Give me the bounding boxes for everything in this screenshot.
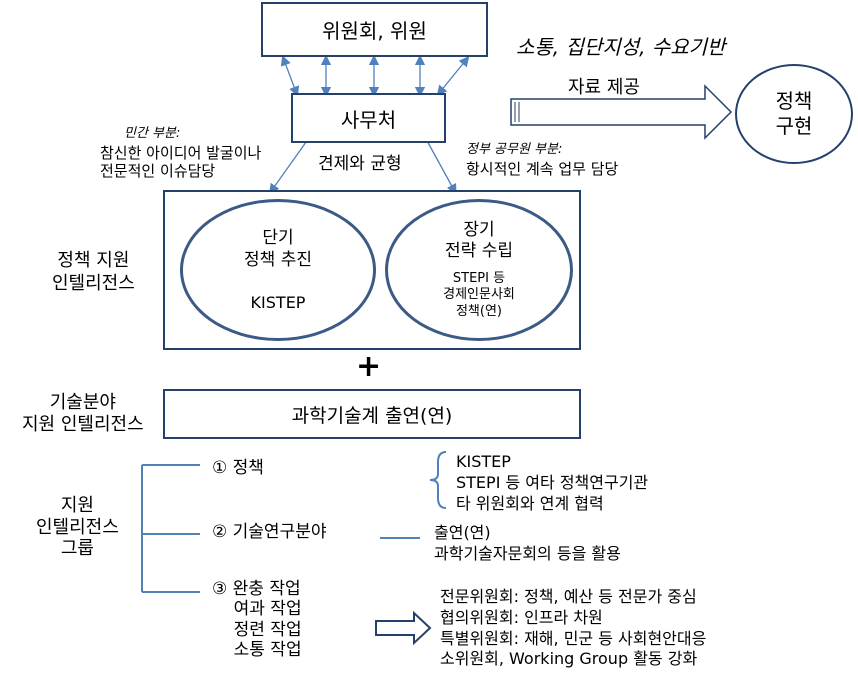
long-term-title: 장기 전략 수립: [445, 220, 513, 261]
long-term-ellipse: 장기 전략 수립 STEPI 등 경제인문사회 정책(연): [385, 199, 573, 341]
item-tech-research: ② 기술연구분야: [212, 522, 327, 542]
government-part-body: 항시적인 계속 업무 담당: [466, 160, 619, 178]
policy-realization-label: 정책 구현: [775, 89, 813, 138]
plus-sign: +: [356, 349, 382, 384]
long-term-orgs: STEPI 등 경제인문사회 정책(연): [443, 271, 515, 319]
data-provision-label: 자료 제공: [568, 77, 640, 98]
tech-institute-box: 과학기술계 출연(연): [163, 389, 581, 439]
committee-box: 위원회, 위원: [261, 2, 488, 57]
tech-list: 출연(연) 과학기술자문회의 등을 활용: [434, 523, 621, 563]
short-term-org: KISTEP: [250, 292, 306, 312]
policy-support-label: 정책 지원 인텔리전스: [52, 250, 135, 294]
tech-institute-label: 과학기술계 출연(연): [291, 404, 453, 427]
group-bracket: [141, 464, 200, 593]
short-term-ellipse: 단기 정책 추진 KISTEP: [180, 199, 376, 341]
private-part-body: 참신한 아이디어 발굴이나 전문적인 이슈담당: [100, 144, 262, 180]
committee-arrow: [375, 610, 432, 646]
support-group-label: 지원 인텔리전스 그룹: [36, 495, 119, 560]
committee-list: 전문위원회: 정책, 예산 등 전문가 중심 협의위원회: 인프라 차원 특별위…: [440, 587, 707, 669]
committee-label: 위원회, 위원: [322, 19, 427, 43]
policy-brace: [429, 451, 447, 509]
short-term-title: 단기 정책 추진: [244, 228, 312, 270]
data-provision-arrow: [510, 84, 733, 140]
committee-secretariat-arrows: [280, 54, 470, 98]
item-policy: ① 정책: [212, 458, 264, 478]
secretariat-label: 사무처: [340, 107, 397, 132]
private-part-heading: 민간 부분:: [124, 126, 181, 141]
slogan: 소통, 집단지성, 수요기반: [516, 35, 726, 59]
policy-realization-ellipse: 정책 구현: [735, 64, 853, 164]
secretariat-box: 사무처: [291, 93, 446, 143]
government-part-heading: 정부 공무원 부분:: [466, 142, 563, 157]
checks-balances-label: 견제와 균형: [318, 154, 402, 174]
arrow-tail-lines: [510, 102, 520, 122]
tech-support-label: 기술분야 지원 인텔리전스: [22, 392, 144, 435]
policy-list: KISTEP STEPI 등 여타 정책연구기관 타 위원회와 연계 협력: [456, 452, 649, 513]
item-buffer: ③ 완충 작업 여과 작업 정련 작업 소통 작업: [212, 579, 302, 661]
